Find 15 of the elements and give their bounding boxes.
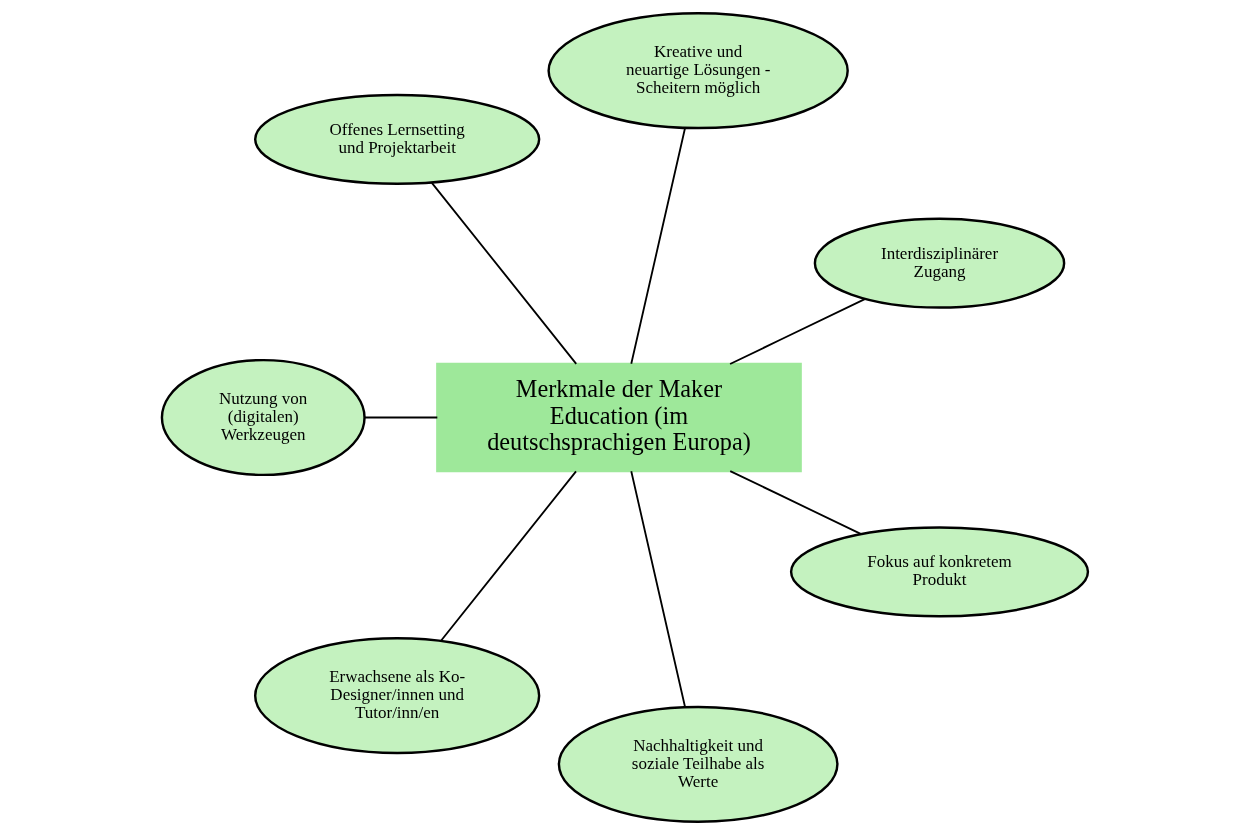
connector xyxy=(729,470,862,535)
node-ellipse: Kreative und neuartige Lösungen - Scheitern möglich xyxy=(547,12,849,130)
node-ellipse: Nutzung von (digitalen) Werkzeugen xyxy=(160,358,366,477)
node-ellipse: Erwachsene als Ko-Designer/innen und Tutor/inn/en xyxy=(254,637,541,755)
node-box: Merkmale der Maker Education (im deutschsprachigen Europa) xyxy=(436,362,802,473)
connector xyxy=(363,416,439,419)
connector xyxy=(430,181,578,365)
node-ellipse: Offenes Lernsetting und Projektarbeit xyxy=(254,93,541,185)
node-ellipse: Interdisziplinärer Zugang xyxy=(813,217,1066,309)
node-ellipse: Fokus auf konkretem Produkt xyxy=(789,526,1090,618)
connector xyxy=(630,470,686,708)
connector xyxy=(440,470,577,642)
node-ellipse: Nachhaltigkeit und soziale Teilhabe als Werte xyxy=(557,705,839,823)
connector xyxy=(630,127,686,365)
connector xyxy=(729,298,866,365)
